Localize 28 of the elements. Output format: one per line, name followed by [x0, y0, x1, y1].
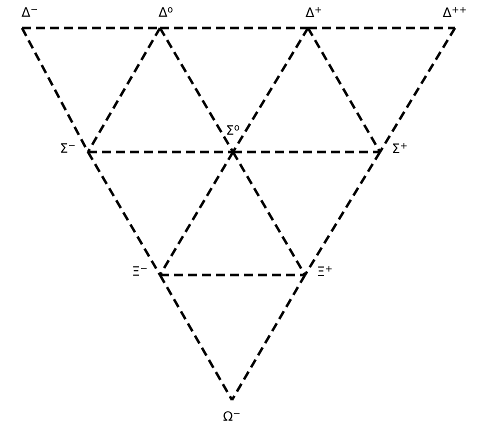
particle-label: Σ$^{o}$	[227, 125, 240, 135]
particle-label: Δ$^{−}$	[22, 7, 38, 17]
dashed-line	[158, 151, 234, 276]
dashed-line	[304, 151, 382, 276]
particle-label: Ω$^{−}$	[223, 411, 240, 421]
dashed-line	[233, 150, 380, 154]
dashed-line	[308, 26, 455, 30]
dashed-line	[160, 274, 305, 276]
particle-label: Ξ$^{−}$	[133, 266, 147, 276]
particle-label: Ξ$^{+}$	[318, 266, 332, 276]
dashed-line	[158, 27, 234, 153]
dashed-line	[20, 27, 90, 153]
dashed-line	[232, 151, 306, 276]
dashed-line	[158, 274, 234, 401]
dashed-line	[378, 27, 456, 153]
particle-label: Δ$^{++}$	[442, 6, 466, 18]
dashed-line	[230, 274, 306, 401]
particle-label: Δ$^{+}$	[306, 6, 322, 18]
particle-label: Σ$^{+}$	[393, 142, 407, 154]
dashed-line	[160, 26, 308, 30]
dashed-line	[22, 26, 160, 30]
dashed-line	[232, 27, 310, 153]
dashed-line	[88, 150, 233, 154]
dashed-line	[306, 27, 382, 153]
particle-label: Σ$^{−}$	[61, 143, 75, 153]
particle-label: Δ$^{o}$	[158, 7, 172, 17]
dashed-line	[86, 27, 162, 153]
dashed-line	[86, 151, 162, 276]
